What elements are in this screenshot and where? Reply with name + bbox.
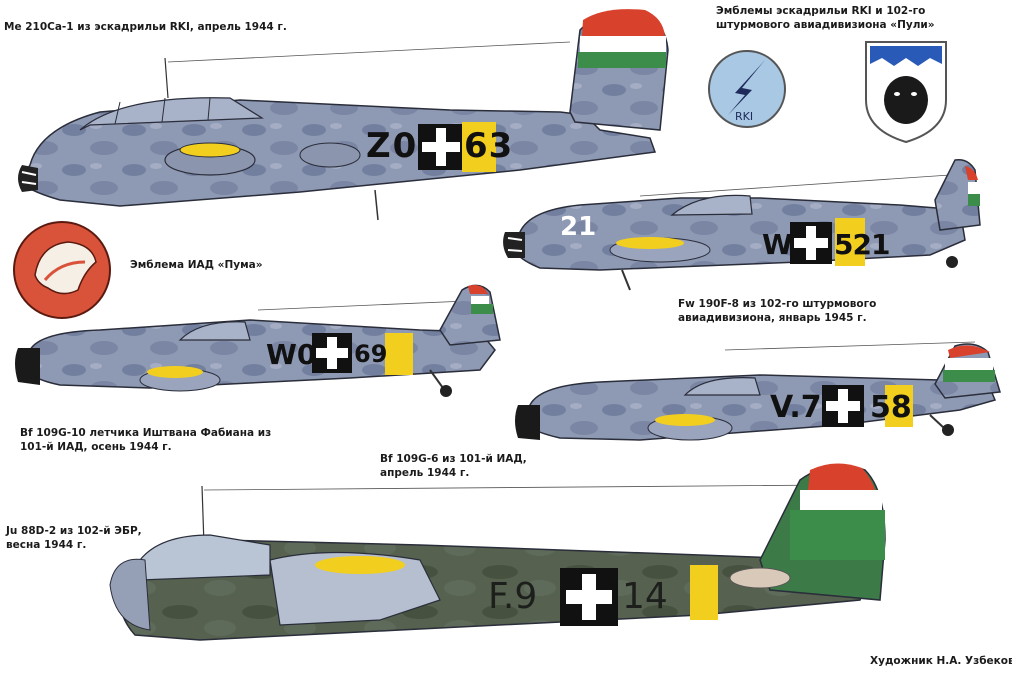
caption-artist-text: Художник Н.А. Узбеков [870,655,1012,667]
ju88-profile [109,463,886,641]
fw190-profile [503,158,981,291]
caption-ju88-line1: Ju 88D-2 из 102-й ЭБР, [6,525,142,537]
caption-emblems-line1: Эмблемы эскадрильи RKI и 102-го [716,5,926,17]
caption-ju88: Ju 88D-2 из 102-й ЭБР, весна 1944 г. [6,524,142,552]
caption-emblems-line2: штурмового авиадивизиона «Пули» [716,19,935,31]
caption-me210-text: Me 210Ca-1 из эскадрильи RKI, апрель 194… [4,21,287,33]
caption-artist: Художник Н.А. Узбеков [870,654,1012,668]
bf109g10-profile [15,284,501,397]
caption-emblems: Эмблемы эскадрильи RKI и 102-го штурмово… [716,4,935,32]
caption-fw190-line2: авиадивизиона, январь 1945 г. [678,312,867,324]
puli-emblem [865,41,947,144]
bf109g6-code-right: 58 [870,390,912,425]
caption-bf109g10-line1: Bf 109G-10 летчика Иштвана Фабиана из [20,427,272,439]
rki-emblem [708,50,786,128]
caption-fw190-line1: Fw 190F-8 из 102-го штурмового [678,298,877,310]
bf109g6-profile [515,341,1001,441]
caption-puma: Эмблема ИАД «Пума» [130,258,263,272]
bf109g10-code-left: W0 [266,338,317,371]
fw190-code-right: 521 [834,228,890,261]
ju88-code-right: 14 [622,576,668,617]
me210-profile [18,9,669,221]
caption-ju88-line2: весна 1944 г. [6,539,87,551]
caption-bf109g10-line2: 101-й ИАД, осень 1944 г. [20,441,172,453]
ju88-code-left: F.9 [488,576,538,617]
me210-code-left: Z0 [366,126,419,166]
caption-bf109g6: Bf 109G-6 из 101-й ИАД, апрель 1944 г. [380,452,527,480]
puma-emblem [13,221,111,319]
caption-bf109g6-line1: Bf 109G-6 из 101-й ИАД, [380,453,527,465]
caption-bf109g10: Bf 109G-10 летчика Иштвана Фабиана из 10… [20,426,271,454]
fw190-code-left: W [762,228,793,261]
caption-fw190: Fw 190F-8 из 102-го штурмового авиадивиз… [678,297,876,325]
caption-bf109g6-line2: апрель 1944 г. [380,467,470,479]
caption-me210: Me 210Ca-1 из эскадрильи RKI, апрель 194… [4,20,287,34]
bf109g6-code-left: V.7 [770,390,822,425]
rki-emblem-label: RKI [735,110,754,123]
bf109g10-code-right: 69 [354,340,388,368]
fw190-nose-number: 21 [560,212,597,242]
me210-code-right: 63 [464,126,514,166]
caption-puma-text: Эмблема ИАД «Пума» [130,259,263,271]
